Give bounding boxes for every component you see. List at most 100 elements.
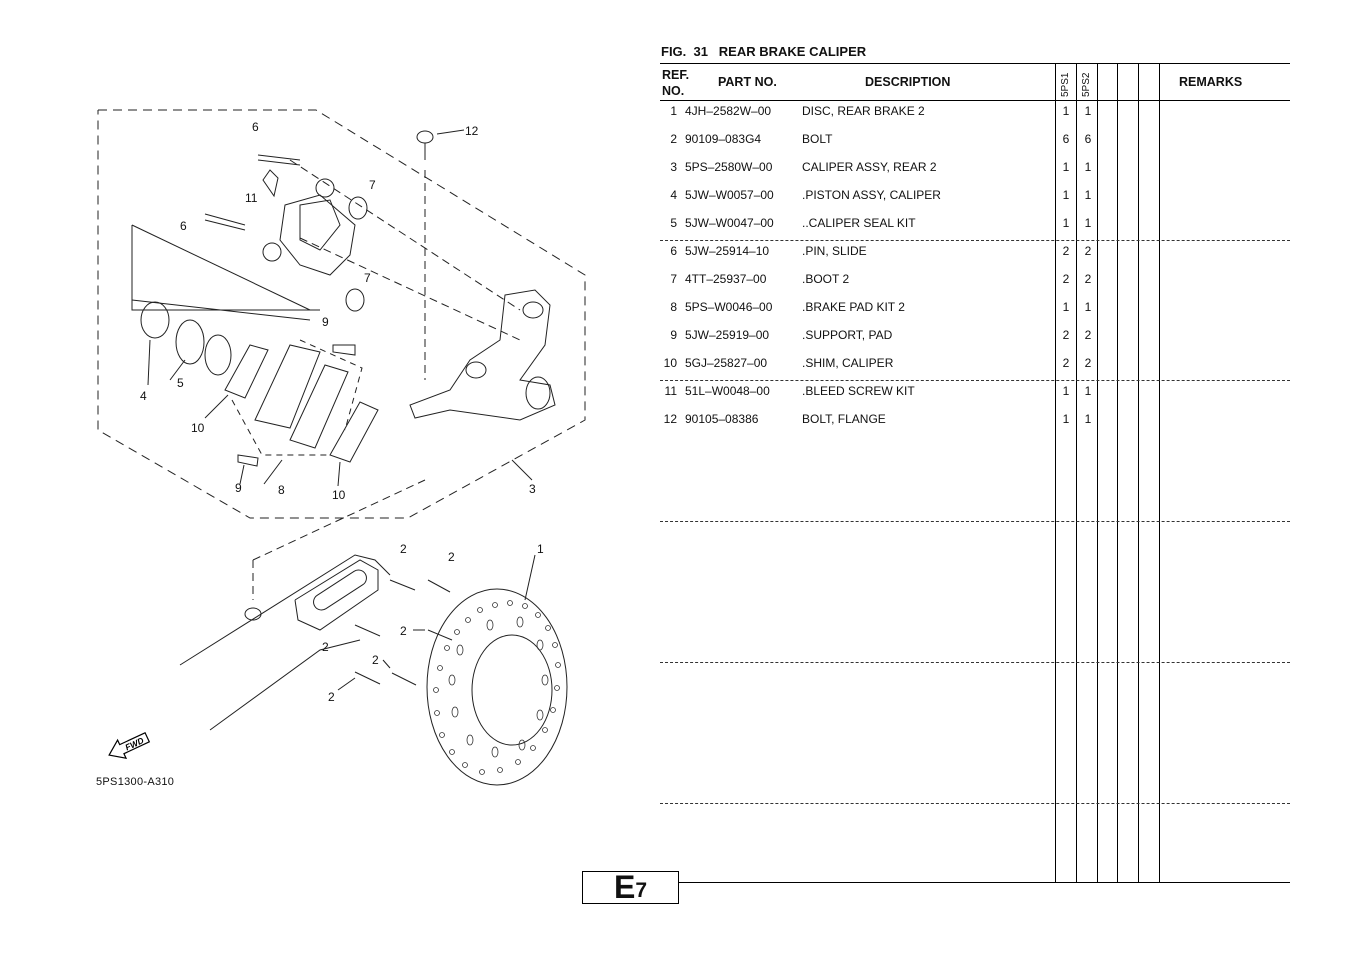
qty-model-2: 1 [1084,160,1092,174]
table-row: 3 5PS–2580W–00 CALIPER ASSY, REAR 2 1 1 [660,160,1290,176]
callout-11: 11 [245,191,258,205]
qty-model-2: 2 [1084,328,1092,342]
qty-model-1: 1 [1062,188,1070,202]
callout-2b: 2 [448,550,455,564]
part-no: 5PS–2580W–00 [685,160,773,174]
qty-model-2: 1 [1084,104,1092,118]
qty-model-1: 1 [1062,216,1070,230]
header-ref: REF. [662,68,690,82]
part-no: 5JW–25914–10 [685,244,770,258]
header-part-no: PART NO. [718,75,777,89]
header-description: DESCRIPTION [865,75,951,89]
part-no: 51L–W0048–00 [685,384,770,398]
ref-no: 4 [670,188,677,202]
description: BOLT, FLANGE [802,412,886,426]
table-row: 6 5JW–25914–10 .PIN, SLIDE 2 2 [660,244,1290,260]
col-divider [1159,63,1160,882]
bottom-rule [679,882,1290,883]
table-row: 5 5JW–W0047–00 ..CALIPER SEAL KIT 1 1 [660,216,1290,232]
callout-10b: 10 [332,488,346,502]
callout-6a: 6 [252,120,259,134]
group-separator [660,803,1290,804]
qty-model-1: 2 [1062,328,1070,342]
callout-2e: 2 [372,653,379,667]
callout-10a: 10 [191,421,205,435]
part-no: 90105–08386 [685,412,759,426]
col-divider [1076,63,1077,882]
header-model-1: 5PS1 [1060,72,1071,97]
description: DISC, REAR BRAKE 2 [802,104,925,118]
ref-no: 3 [670,160,677,174]
part-no: 5JW–25919–00 [685,328,770,342]
qty-model-2: 1 [1084,300,1092,314]
table-row: 2 90109–083G4 BOLT 6 6 [660,132,1290,148]
ref-no: 10 [663,356,677,370]
callout-9b: 9 [235,481,242,495]
qty-model-1: 1 [1062,384,1070,398]
group-separator [660,240,1290,241]
callout-5: 5 [177,376,184,390]
qty-model-2: 1 [1084,216,1092,230]
qty-model-2: 1 [1084,384,1092,398]
description: .SHIM, CALIPER [802,356,894,370]
table-row: 9 5JW–25919–00 .SUPPORT, PAD 2 2 [660,328,1290,344]
description: .PISTON ASSY, CALIPER [802,188,941,202]
table-row: 8 5PS–W0046–00 .BRAKE PAD KIT 2 1 1 [660,300,1290,316]
ref-no: 8 [670,300,677,314]
part-no: 5GJ–25827–00 [685,356,768,370]
table-header-rule [660,100,1290,101]
callout-12: 12 [465,124,479,138]
page-number: 7 [635,879,648,902]
callout-2d: 2 [400,624,407,638]
page-section: E [613,869,636,905]
ref-no: 12 [663,412,677,426]
table-row: 12 90105–08386 BOLT, FLANGE 1 1 [660,412,1290,428]
table-top-rule [660,63,1290,64]
table-row: 4 5JW–W0057–00 .PISTON ASSY, CALIPER 1 1 [660,188,1290,204]
callout-7b: 7 [364,271,371,285]
qty-model-1: 2 [1062,356,1070,370]
qty-model-1: 2 [1062,244,1070,258]
part-no: 4JH–2582W–00 [685,104,772,118]
part-no: 5JW–W0047–00 [685,216,774,230]
header-remarks: REMARKS [1179,75,1243,89]
qty-model-2: 1 [1084,412,1092,426]
ref-no: 2 [670,132,677,146]
qty-model-2: 1 [1084,188,1092,202]
qty-model-1: 1 [1062,300,1070,314]
ref-no: 9 [670,328,677,342]
callout-8: 8 [278,483,285,497]
group-separator [660,521,1290,522]
header-model-2: 5PS2 [1081,72,1092,97]
callout-4: 4 [140,389,147,403]
table-row: 10 5GJ–25827–00 .SHIM, CALIPER 2 2 [660,356,1290,372]
group-separator [660,662,1290,663]
callout-6b: 6 [180,219,187,233]
ref-no: 6 [670,244,677,258]
col-divider [1097,63,1098,882]
qty-model-2: 2 [1084,244,1092,258]
qty-model-1: 1 [1062,104,1070,118]
callout-9a: 9 [322,315,329,329]
fwd-label: FWD [124,735,146,752]
col-divider [1117,63,1118,882]
callout-2f: 2 [328,690,335,704]
qty-model-2: 2 [1084,356,1092,370]
ref-no: 5 [670,216,677,230]
col-divider [1055,63,1056,882]
ref-no: 1 [670,104,677,118]
table-row: 7 4TT–25937–00 .BOOT 2 2 2 [660,272,1290,288]
qty-model-2: 6 [1084,132,1092,146]
ref-no: 11 [664,384,677,398]
qty-model-1: 6 [1062,132,1070,146]
col-divider [1138,63,1139,882]
group-separator [660,380,1290,381]
qty-model-2: 2 [1084,272,1092,286]
figure-title: FIG. 31 REAR BRAKE CALIPER [661,44,867,59]
header-no: NO. [662,84,685,98]
diagram-drawing: FWD 1 2 2 2 2 2 2 3 4 5 6 6 7 7 8 9 9 10… [97,109,586,786]
parts-table: REF. NO. PART NO. DESCRIPTION 5PS1 5PS2 … [660,63,1290,882]
part-no: 5PS–W0046–00 [685,300,773,314]
part-no: 5JW–W0057–00 [685,188,774,202]
table-row: 1 4JH–2582W–00 DISC, REAR BRAKE 2 1 1 [660,104,1290,120]
